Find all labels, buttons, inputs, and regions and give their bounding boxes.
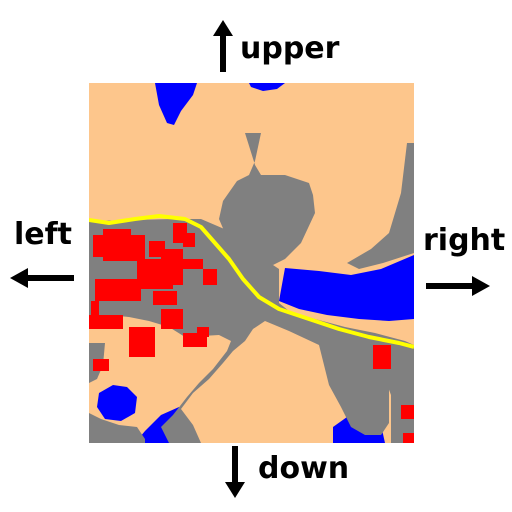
building	[89, 315, 123, 329]
building	[197, 327, 209, 337]
arrow-down-icon	[225, 446, 245, 498]
water-river	[279, 255, 414, 321]
building	[161, 249, 183, 285]
road-south-left	[89, 413, 145, 443]
direction-label-right: right	[423, 223, 506, 258]
direction-label-left: left	[14, 217, 73, 252]
building	[93, 359, 109, 371]
building	[373, 345, 391, 369]
direction-label-up: upper	[240, 31, 340, 66]
water-top-right	[249, 83, 285, 91]
building	[203, 269, 217, 285]
building	[129, 327, 155, 357]
building	[183, 259, 203, 269]
map-tile[interactable]	[89, 83, 414, 443]
water-top	[155, 83, 197, 125]
building	[91, 301, 99, 315]
main-route	[89, 214, 414, 349]
direction-label-down: down	[258, 451, 350, 486]
road-east-branch	[347, 143, 414, 269]
building	[161, 309, 183, 329]
road-north	[219, 133, 315, 265]
buildings	[89, 223, 414, 443]
arrow-up-icon	[213, 20, 233, 72]
building	[93, 235, 107, 257]
building	[401, 405, 414, 419]
building	[403, 433, 414, 443]
arrow-left-icon	[10, 268, 74, 288]
arrow-right-icon	[426, 276, 490, 296]
building	[131, 245, 145, 261]
road-south-east	[347, 341, 414, 443]
building	[183, 233, 195, 247]
water-bottom-left	[97, 385, 137, 421]
building	[153, 291, 177, 305]
building	[95, 279, 141, 301]
